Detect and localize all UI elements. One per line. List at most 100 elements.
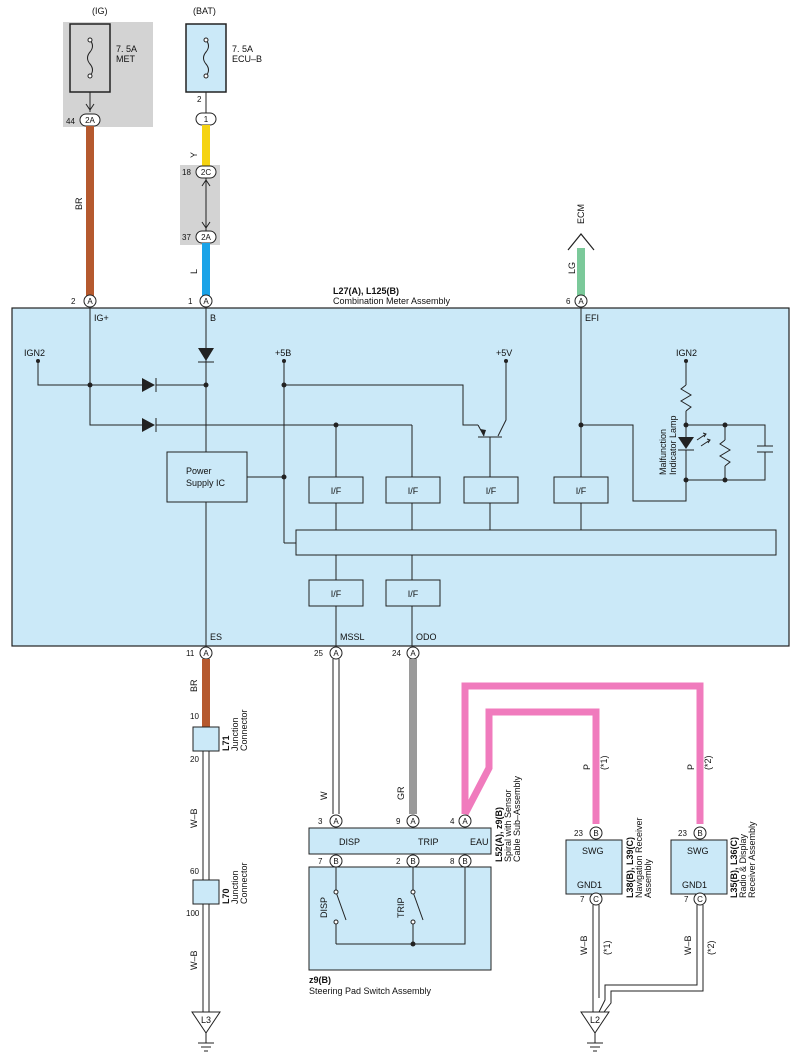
connector-2a-bat: 2A <box>195 230 217 244</box>
wire-l-label: L <box>189 269 199 274</box>
pin-60: 60 <box>190 867 199 876</box>
efi-label: EFI <box>585 313 599 323</box>
ground-l2-icon <box>580 1011 610 1052</box>
svg-text:C: C <box>697 895 703 904</box>
l70-name-2: Connector <box>239 862 249 904</box>
wire-y <box>202 125 210 170</box>
pin-100: 100 <box>186 909 200 918</box>
ig-plus-label: IG+ <box>94 313 109 323</box>
wire-br-label: BR <box>74 197 84 210</box>
nav-name-2: Assembly <box>643 858 653 898</box>
radio-display-receiver <box>670 839 728 895</box>
l70-code: L70 <box>221 888 231 904</box>
ground-l3-icon <box>191 1011 221 1052</box>
svg-text:B: B <box>593 829 598 838</box>
pin-4: 4 <box>450 817 455 826</box>
connector-2c: 2C <box>195 165 217 179</box>
pin-23-radio: 23 <box>678 829 687 838</box>
spiral-trip: TRIP <box>418 837 439 847</box>
svg-text:A: A <box>203 297 209 306</box>
fuse-bat-name: ECU–B <box>232 54 262 64</box>
junction-l71 <box>192 726 220 752</box>
pin-37: 37 <box>182 233 191 242</box>
svg-text:B: B <box>697 829 702 838</box>
spiral-name-2: Cable Sub–Assembly <box>512 775 522 862</box>
svg-text:2C: 2C <box>201 168 211 177</box>
led-icon <box>678 437 694 449</box>
pad-pin-b-7: B <box>329 854 343 868</box>
if-label-5: I/F <box>331 589 342 599</box>
spiral-pin-a-4: A <box>458 814 472 828</box>
meter-pin-a-11: A <box>199 646 213 660</box>
svg-text:C: C <box>593 895 599 904</box>
if-box-4 <box>553 476 609 504</box>
wire-lg <box>577 248 585 296</box>
if-box-5 <box>308 579 364 607</box>
pin-44: 44 <box>66 117 75 126</box>
radio-pin-c-7: C <box>693 892 707 906</box>
disp-switch-icon <box>335 891 347 921</box>
connector-2a-ig: 2A <box>79 113 101 127</box>
if-box-6 <box>385 579 441 607</box>
diode-igplus-icon <box>142 418 155 432</box>
plus5b-label: +5B <box>275 348 291 358</box>
fuse-ig-name: MET <box>116 54 136 64</box>
internal-bus <box>295 529 777 556</box>
pin-24: 24 <box>392 649 401 658</box>
wire-y-label: Y <box>189 152 199 158</box>
wire-lg-label: LG <box>567 262 577 274</box>
l71-name-2: Connector <box>239 709 249 751</box>
power-ic-label-1: Power <box>186 466 212 476</box>
svg-text:B: B <box>462 857 467 866</box>
b-label: B <box>210 313 216 323</box>
pin-2-meter: 2 <box>71 297 76 306</box>
pin-8-pad: 8 <box>450 857 455 866</box>
svg-text:B: B <box>410 857 415 866</box>
wire-wb-nav: W–B <box>579 935 589 955</box>
svg-text:A: A <box>333 817 339 826</box>
pin-23-nav: 23 <box>574 829 583 838</box>
if-box-2 <box>385 476 441 504</box>
nav-name-1: Navigation Receiver <box>634 817 644 898</box>
radio-code: L35(B), L36(C) <box>729 837 739 898</box>
fuse-bat <box>185 23 227 93</box>
meter-pin-a-6: A <box>574 294 588 308</box>
pin-1-meter: 1 <box>188 297 193 306</box>
nav-pin-c-7: C <box>589 892 603 906</box>
meter-pin-a-1: A <box>199 294 213 308</box>
wire-br-ig <box>86 126 94 296</box>
svg-text:A: A <box>410 649 416 658</box>
es-label: ES <box>210 632 222 642</box>
svg-text:A: A <box>333 649 339 658</box>
nav-swg: SWG <box>582 846 604 856</box>
spiral-cable-assembly <box>308 827 492 855</box>
pad-trip-label: TRIP <box>396 897 406 918</box>
pin-7-nav: 7 <box>580 895 585 904</box>
svg-text:A: A <box>203 649 209 658</box>
spiral-disp: DISP <box>339 837 360 847</box>
ground-l3-label: L3 <box>201 1015 211 1025</box>
l71-name-1: Junction <box>230 717 240 751</box>
pin-7-radio: 7 <box>684 895 689 904</box>
nav-pin-b-23: B <box>589 826 603 840</box>
wire-p-nav-note: (*1) <box>599 755 609 770</box>
svg-text:B: B <box>333 857 338 866</box>
wire-p-nav-label: P <box>582 764 592 770</box>
pin-9: 9 <box>396 817 401 826</box>
mil-label-1: Malfunction <box>658 429 668 475</box>
meter-pin-a-2: A <box>83 294 97 308</box>
if-box-3 <box>463 476 519 504</box>
wire-p-radio <box>461 682 704 824</box>
nav-gnd1: GND1 <box>577 880 602 890</box>
wire-gr <box>409 659 417 814</box>
svg-text:A: A <box>578 297 584 306</box>
meter-pin-a-25: A <box>329 646 343 660</box>
meter-name: Combination Meter Assembly <box>333 296 451 306</box>
svg-text:2A: 2A <box>85 116 95 125</box>
spiral-pin-a-9: A <box>406 814 420 828</box>
wire-w-label: W <box>319 791 329 800</box>
spiral-eau: EAU <box>470 837 489 847</box>
svg-text:2A: 2A <box>201 233 211 242</box>
ig-fuse-block <box>63 22 153 127</box>
